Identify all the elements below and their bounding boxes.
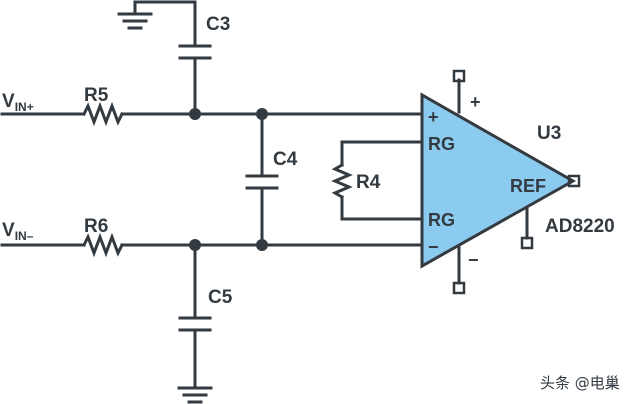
pin-minus-label: −: [428, 237, 439, 257]
resistor-r4: [331, 162, 353, 200]
vin-minus-line: [0, 232, 422, 258]
ref-pin: [520, 204, 534, 250]
rg-top-label: RG: [428, 134, 455, 154]
output-pin: [567, 174, 581, 188]
amplifier-u3: [420, 92, 577, 269]
c4-label: C4: [273, 149, 298, 170]
supply-plus-pin: [452, 69, 466, 114]
capacitor-c3-branch: [117, 0, 212, 116]
c3-label: C3: [206, 14, 230, 35]
resistor-r5: [81, 101, 125, 127]
resistor-r6: [81, 232, 125, 258]
rg-bottom-label: RG: [428, 210, 455, 230]
c5-label: C5: [208, 287, 233, 308]
junction-dot: [256, 239, 268, 251]
ground-icon: [117, 12, 153, 30]
designator-u3: U3: [537, 123, 561, 144]
r6-label: R6: [84, 216, 108, 237]
junction-dot: [256, 108, 268, 120]
junction-dot: [189, 239, 201, 251]
vin-minus-label: VIN–: [2, 220, 34, 243]
resistor-r4-branch: [331, 140, 422, 221]
supply-plus-label: +: [470, 92, 481, 112]
junction-dot: [189, 108, 201, 120]
vin-plus-label: VIN+: [2, 91, 34, 114]
watermark-text: 头条 @电巢: [540, 374, 620, 392]
r4-label: R4: [356, 172, 381, 193]
supply-minus-label: −: [468, 250, 479, 270]
ref-label: REF: [510, 176, 546, 196]
capacitor-c4-branch: [245, 112, 279, 247]
ground-icon: [177, 386, 213, 404]
pin-plus-label: +: [428, 107, 439, 127]
vin-plus-line: [0, 101, 422, 127]
r5-label: R5: [84, 85, 109, 106]
capacitor-c5-branch: [177, 243, 213, 404]
supply-minus-pin: [452, 246, 466, 295]
part-number: AD8220: [545, 216, 615, 237]
